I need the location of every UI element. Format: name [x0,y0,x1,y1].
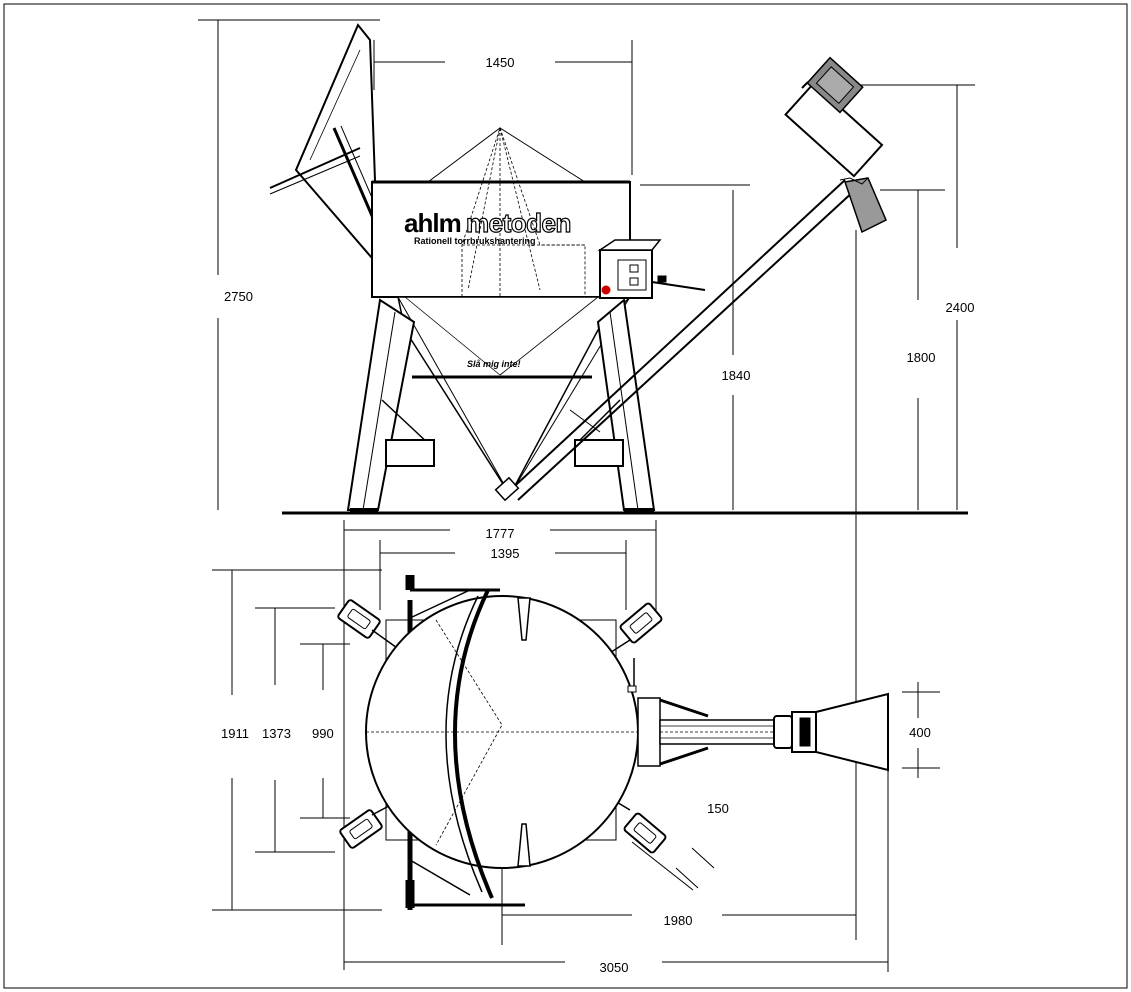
brace-left [381,399,431,446]
dim-150-tick-1 [691,847,715,869]
block-left [385,439,435,467]
motor-knob [801,81,809,89]
side-view [198,19,975,940]
control-button-2 [629,277,639,286]
dim-150-line [631,841,694,891]
leg-pad-bottom-left [339,809,383,849]
tab-top [517,597,531,641]
outlet-bag [844,177,887,234]
dim-label-2400: 2400 [946,300,975,315]
logo-tagline: Rationell torrbrukshantering [414,236,536,246]
side-bracket-cap [627,685,637,693]
dim-label-1800: 1800 [907,350,936,365]
brace-right [574,399,621,446]
leg-pad-top-right [619,602,663,644]
dim-label-1373: 1373 [262,726,291,741]
auger-top [504,179,846,496]
hopper-lid [294,23,380,268]
control-roof [597,239,662,251]
control-arm [651,281,706,291]
frame-gusset-top [409,589,471,619]
funnel-edge-left [397,296,511,496]
dim-label-3050: 3050 [600,960,629,975]
logo-bold: ahlm [404,208,461,238]
conveyor-strut-bottom [659,746,709,766]
conveyor-flange [773,715,793,749]
control-sensor [657,275,667,283]
cone-line-2 [499,127,541,291]
auger-clamp [569,409,601,433]
leg-pad-top-left [337,599,381,639]
frame-gusset-bottom [409,859,471,896]
logo-outline: metoden [466,208,571,238]
inner-dashed-v [435,619,503,846]
inner-cone-dashed [461,126,586,297]
motor-assembly [784,56,884,178]
leg-right-inner [609,311,639,511]
dim-label-400: 400 [909,725,931,740]
lid-strut-inner [269,155,361,195]
conveyor-plate [637,697,661,767]
gearbox [784,81,884,178]
dim-label-150: 150 [707,801,729,816]
control-button-1 [629,264,639,273]
drawing-frame [3,3,1128,989]
discharge-chute [815,692,889,772]
dimension-labels: 1450 2750 1840 2400 1800 1777 1395 1911 … [221,55,974,975]
lid-arc-inner [445,595,483,893]
dim-label-2750: 2750 [224,289,253,304]
plan-view [212,520,940,972]
dim-label-1911: 1911 [221,726,249,741]
dim-150-tick-2 [675,867,699,889]
outlet-collar [839,177,869,185]
dim-label-1450: 1450 [486,55,515,70]
cone-line-1 [467,127,501,291]
coupling-detail [799,717,811,747]
dim-label-990: 990 [312,726,334,741]
lid-detail [309,49,361,161]
warning-label: Slå mig inte! [467,359,521,369]
dim-label-1840: 1840 [722,368,751,383]
leg-left-inner [362,311,396,511]
conveyor-strut-top [659,698,709,718]
block-right [574,439,624,467]
leg-pad-bottom-right [623,812,667,854]
funnel-fold-2 [499,296,599,376]
motor-cover [815,66,855,105]
funnel-fold-1 [404,296,501,376]
leg-right [596,298,656,511]
dim-label-1980: 1980 [664,913,693,928]
auger-inlet [494,476,520,502]
dim-label-1777: 1777 [486,526,515,541]
leg-left [346,298,416,511]
brand-logo: ahlm metoden Rationell torrbrukshanterin… [404,207,572,369]
emergency-stop-icon [601,285,611,295]
dim-label-1395: 1395 [491,546,520,561]
auger-bottom [517,189,856,501]
tab-bottom [517,823,531,867]
lid-arc-outer [452,589,494,899]
